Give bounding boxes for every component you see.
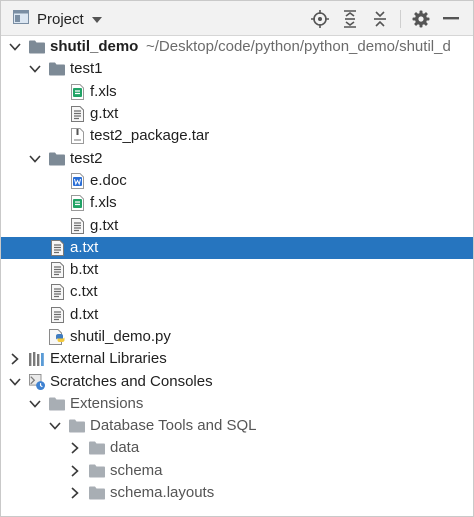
tree-row[interactable]: shutil_demo.py	[1, 326, 473, 348]
archive-file-icon	[69, 128, 85, 145]
tree-row[interactable]: data	[1, 437, 473, 459]
tree-row[interactable]: c.txt	[1, 281, 473, 303]
tree-row[interactable]: g.txt	[1, 103, 473, 125]
tree-item-label: Scratches and Consoles	[50, 372, 213, 390]
header-toolbar	[302, 7, 463, 31]
tree-item-label: test2	[70, 149, 103, 167]
tree-row[interactable]: External Libraries	[1, 348, 473, 370]
project-panel-icon	[13, 9, 29, 29]
tree-item-label: External Libraries	[50, 350, 167, 368]
folder-icon	[89, 440, 105, 456]
chevron-right-icon[interactable]	[69, 465, 81, 477]
locate-icon[interactable]	[308, 7, 332, 31]
tree-item-label: d.txt	[70, 305, 99, 323]
chevron-down-icon[interactable]	[29, 153, 41, 165]
tree-item-label: Database Tools and SQL	[90, 417, 257, 435]
tree-item-label: f.xls	[90, 194, 117, 212]
tree-row[interactable]: shutil_demo ~/Desktop/code/python/python_…	[1, 36, 473, 58]
text-file-icon	[49, 262, 65, 279]
chevron-right-icon[interactable]	[69, 442, 81, 455]
tree-item-label: g.txt	[90, 105, 119, 123]
python-file-icon	[49, 329, 65, 345]
tree-row[interactable]: test2	[1, 147, 473, 169]
tree-row[interactable]: schema.layouts	[1, 482, 473, 504]
tree-row[interactable]: schema	[1, 460, 473, 482]
tree-row[interactable]: test1	[1, 58, 473, 80]
tree-item-label: shutil_demo.py	[70, 328, 171, 345]
external-libraries-icon	[29, 351, 45, 367]
chevron-down-icon[interactable]	[9, 41, 21, 53]
folder-icon	[89, 463, 105, 479]
tree-row[interactable]: e.doc	[1, 170, 473, 192]
project-path: ~/Desktop/code/python/python_demo/shutil…	[146, 38, 451, 56]
project-header: Project	[1, 1, 473, 36]
tree-row[interactable]: b.txt	[1, 259, 473, 281]
tree-row[interactable]: g.txt	[1, 214, 473, 236]
tree-row[interactable]: Scratches and Consoles	[1, 370, 473, 392]
folder-icon	[49, 151, 65, 167]
chevron-down-icon[interactable]	[49, 420, 61, 432]
tree-row[interactable]: Database Tools and SQL	[1, 415, 473, 437]
tree-row[interactable]: f.xls	[1, 192, 473, 214]
expand-all-icon[interactable]	[338, 7, 362, 31]
settings-gear-icon[interactable]	[409, 7, 433, 31]
folder-icon	[69, 418, 85, 434]
tree-row[interactable]: Extensions	[1, 393, 473, 415]
project-tree: shutil_demo ~/Desktop/code/python/python_…	[1, 36, 473, 504]
chevron-down-icon[interactable]	[29, 63, 41, 75]
tree-row[interactable]: test2_package.tar	[1, 125, 473, 147]
tree-item-label: Extensions	[70, 394, 144, 412]
spreadsheet-file-icon	[69, 195, 85, 212]
tree-item-label: f.xls	[90, 82, 117, 100]
tree-item-label: schema	[110, 461, 163, 479]
tree-item-label: test2_package.tar	[90, 127, 210, 145]
toolbar-separator	[400, 10, 401, 28]
tree-item-label: schema.layouts	[110, 484, 215, 502]
project-view-selector[interactable]: Project	[13, 8, 102, 30]
text-file-icon	[49, 239, 65, 256]
chevron-right-icon[interactable]	[9, 353, 21, 365]
tree-item-label: b.txt	[70, 261, 99, 279]
tree-row[interactable]: a.txt	[1, 236, 473, 259]
tree-row[interactable]: d.txt	[1, 304, 473, 326]
tree-item-label: shutil_demo	[50, 38, 139, 56]
chevron-right-icon[interactable]	[69, 487, 81, 499]
text-file-icon	[69, 106, 85, 123]
hide-panel-icon[interactable]	[439, 7, 463, 31]
tree-item-label: a.txt	[70, 238, 99, 256]
word-document-icon	[69, 172, 85, 189]
tree-item-label: data	[110, 439, 140, 457]
collapse-all-icon[interactable]	[368, 7, 392, 31]
chevron-down-icon[interactable]	[9, 376, 21, 388]
chevron-down-icon[interactable]	[29, 398, 41, 410]
text-file-icon	[49, 306, 65, 323]
folder-icon	[29, 39, 45, 55]
tree-row[interactable]: f.xls	[1, 81, 473, 103]
spreadsheet-file-icon	[69, 83, 85, 100]
text-file-icon	[69, 217, 85, 234]
scratches-console-icon	[29, 373, 45, 390]
folder-icon	[49, 396, 65, 412]
tree-item-label: c.txt	[70, 283, 98, 301]
tree-item-label: e.doc	[90, 171, 127, 189]
tree-item-label: g.txt	[90, 216, 119, 234]
folder-icon	[49, 61, 65, 77]
text-file-icon	[49, 284, 65, 301]
folder-icon	[89, 485, 105, 501]
panel-title: Project	[37, 10, 84, 28]
tree-item-label: test1	[70, 60, 103, 78]
dropdown-caret-icon[interactable]	[91, 10, 102, 28]
